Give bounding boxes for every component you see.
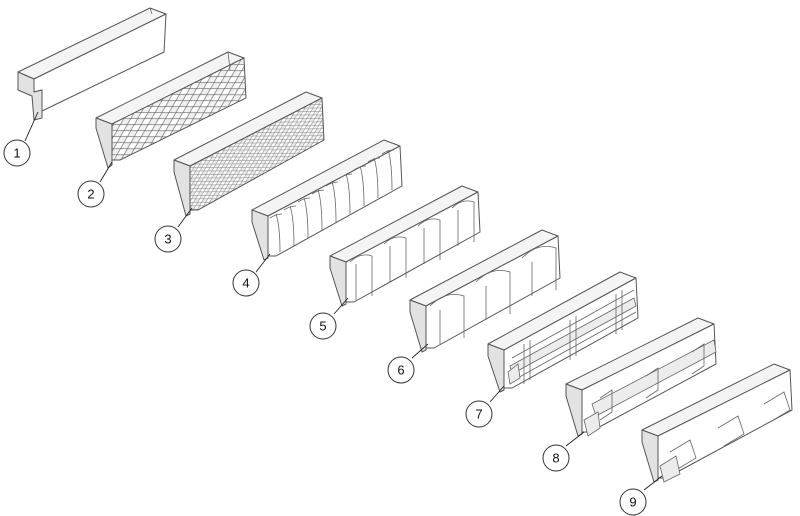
callout-label: 1 (13, 146, 20, 161)
leader-7 (489, 385, 505, 403)
callout-label: 3 (164, 232, 171, 247)
leader-3 (177, 207, 193, 228)
callout-8: 8 (542, 444, 570, 472)
callout-1: 1 (3, 139, 31, 167)
leader-8 (565, 431, 585, 447)
leader-9 (643, 475, 663, 491)
callout-7: 7 (465, 400, 493, 428)
leader-5 (333, 297, 349, 315)
callout-label: 4 (242, 276, 249, 291)
callout-label: 8 (552, 451, 559, 466)
jaw-pad-plain (17, 7, 167, 121)
jaw-pad-large-grooves (409, 229, 561, 353)
callout-9: 9 (619, 488, 647, 516)
jaw-pad-coarse-diamond (95, 51, 247, 169)
leader-2 (99, 161, 113, 183)
leader-lines (24, 111, 663, 491)
leader-4 (255, 253, 271, 273)
callout-label: 5 (319, 319, 326, 334)
jaw-pad-v-grooves (487, 271, 639, 393)
callout-5: 5 (309, 312, 337, 340)
leader-6 (411, 343, 429, 359)
callout-2: 2 (77, 180, 105, 208)
leader-1 (24, 111, 39, 142)
callout-3: 3 (154, 225, 182, 253)
callout-6: 6 (387, 356, 415, 384)
callout-label: 2 (87, 187, 94, 202)
jaw-pad-small-grooves (251, 139, 403, 261)
callout-label: 6 (397, 363, 404, 378)
jaw-pad-medium-grooves (329, 185, 481, 307)
callout-4: 4 (232, 269, 260, 297)
callout-label: 7 (475, 407, 482, 422)
jaw-pad-fine-diamond (173, 91, 325, 217)
callout-label: 9 (629, 495, 636, 510)
jaw-pad-prism-9 (641, 363, 793, 483)
